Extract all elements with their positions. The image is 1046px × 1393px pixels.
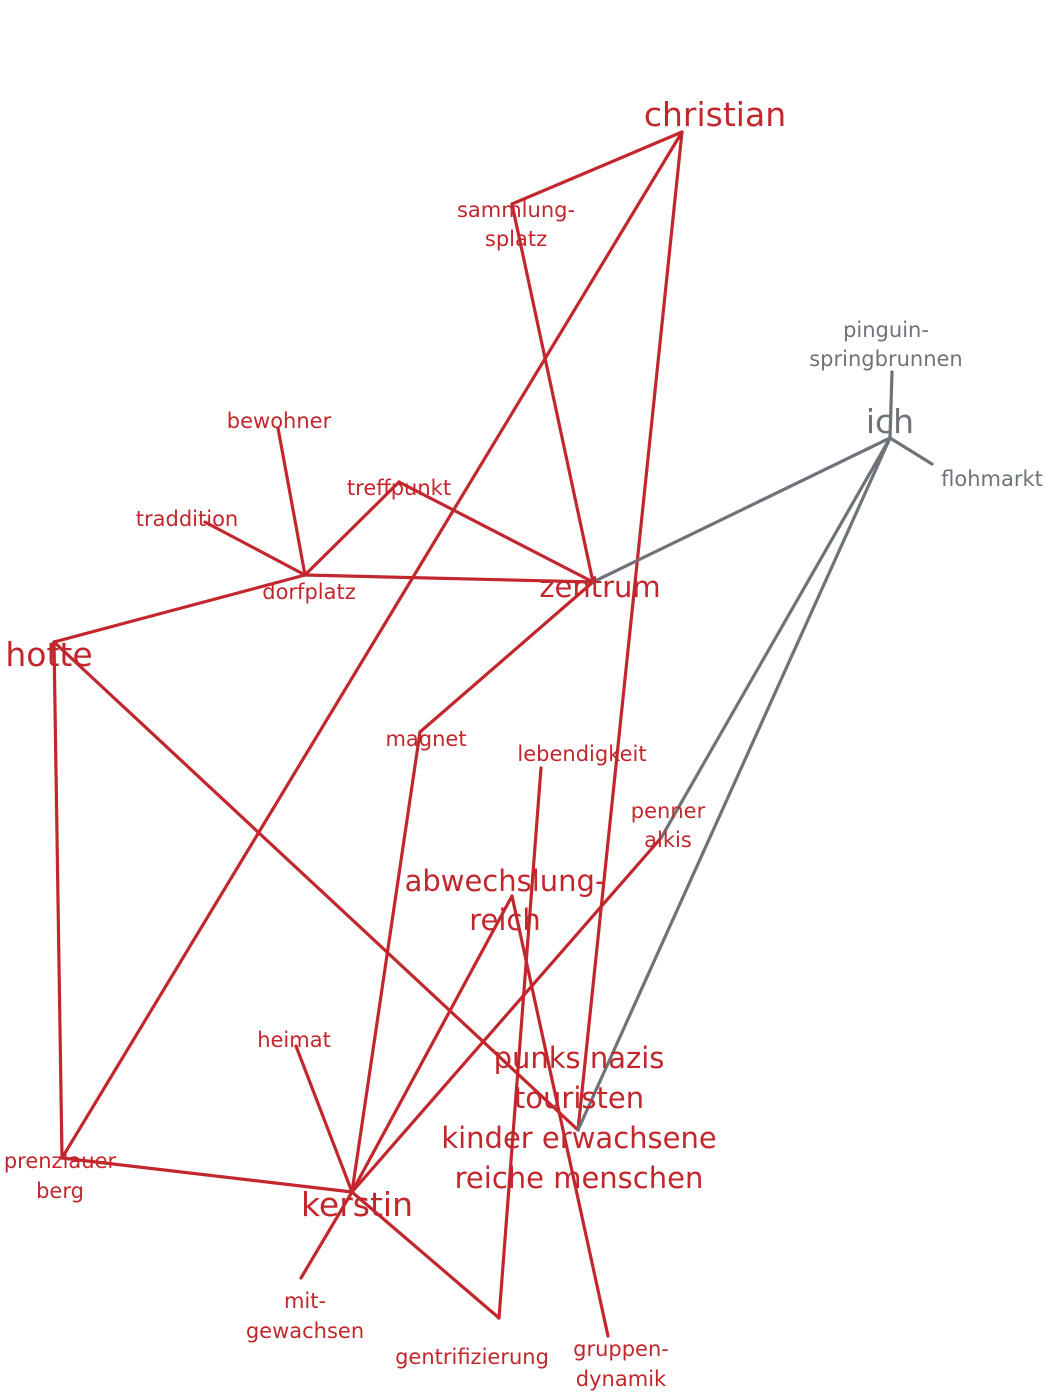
node-prenzlauer-line: prenzlauer xyxy=(4,1149,117,1173)
node-traddition-line: traddition xyxy=(136,507,238,531)
edge-ich-zentrum xyxy=(591,436,892,584)
node-zentrum: zentrum xyxy=(539,570,660,604)
edge-ich-flohmarkt xyxy=(888,436,934,466)
node-bewohner-line: bewohner xyxy=(227,409,332,433)
edge-ich-penner xyxy=(659,436,892,840)
node-penner: penner alkis xyxy=(631,799,706,852)
node-punks-line: kinder erwachsene xyxy=(441,1121,716,1155)
edge-abwechslung-kerstin xyxy=(350,894,514,1194)
node-heimat-line: heimat xyxy=(257,1028,331,1052)
node-labels: christian sammlung-splatz pinguin-springbr… xyxy=(4,95,1043,1392)
node-dorfplatz: dorfplatz xyxy=(262,580,356,604)
edge-treffpunkt-dorfplatz xyxy=(303,480,401,577)
edge-kerstin-mitgewachsen xyxy=(299,1190,354,1280)
node-lebendigkeit: lebendigkeit xyxy=(517,742,646,766)
edge-ich-punks xyxy=(576,436,892,1132)
node-ich-line: ich xyxy=(866,402,914,441)
node-pinguin-line: pinguin- xyxy=(843,318,929,342)
node-penner-line: alkis xyxy=(644,828,692,852)
edge-christian-punks xyxy=(576,130,684,1132)
edge-kerstin-gentrifizierung xyxy=(350,1190,501,1320)
edge-lebendigkeit-gentrifizierung xyxy=(497,766,543,1320)
node-dorfplatz-line: dorfplatz xyxy=(262,580,356,604)
node-christian: christian xyxy=(644,95,786,134)
node-traddition: traddition xyxy=(136,507,238,531)
node-zentrum-line: zentrum xyxy=(539,570,660,604)
node-penner-line: penner xyxy=(631,799,706,823)
edge-magnet-kerstin xyxy=(350,730,422,1194)
edge-dorfplatz-zentrum xyxy=(303,573,595,584)
node-sammlungsplatz-line: splatz xyxy=(485,227,547,251)
node-mitgewachsen-line: mit- xyxy=(284,1289,326,1313)
node-gruppendynamik-line: gruppen- xyxy=(573,1337,669,1361)
edge-zentrum-magnet xyxy=(418,580,595,734)
node-ich: ich xyxy=(866,402,914,441)
node-flohmarkt-line: flohmarkt xyxy=(941,467,1043,491)
edge-treffpunkt-zentrum xyxy=(397,480,595,584)
node-bewohner: bewohner xyxy=(227,409,332,433)
node-treffpunkt: treffpunkt xyxy=(347,476,451,500)
node-kerstin-line: kerstin xyxy=(301,1185,413,1224)
edge-christian-prenzlauer xyxy=(60,130,684,1160)
node-mitgewachsen: mit-gewachsen xyxy=(246,1289,364,1343)
node-magnet: magnet xyxy=(385,727,466,751)
edge-heimat-kerstin xyxy=(294,1044,354,1194)
node-gentrifizierung-line: gentrifizierung xyxy=(395,1345,549,1369)
edge-traddition-dorfplatz xyxy=(203,520,307,577)
node-hotte: hotte xyxy=(5,635,92,674)
node-lebendigkeit-line: lebendigkeit xyxy=(517,742,646,766)
edge-dorfplatz-hotte xyxy=(52,573,307,644)
edge-ich-pinguin xyxy=(888,370,894,440)
node-christian-line: christian xyxy=(644,95,786,134)
node-sammlungsplatz: sammlung-splatz xyxy=(457,198,575,251)
edge-hotte-prenzlauer xyxy=(52,640,64,1160)
node-flohmarkt: flohmarkt xyxy=(941,467,1043,491)
node-gruppendynamik-line: dynamik xyxy=(576,1367,667,1391)
edge-penner-kerstin xyxy=(350,836,663,1194)
node-prenzlauer: prenzlauer berg xyxy=(4,1149,117,1203)
edge-prenzlauer-kerstin xyxy=(60,1156,354,1194)
node-gruppendynamik: gruppen-dynamik xyxy=(573,1337,669,1391)
node-pinguin: pinguin-springbrunnen xyxy=(809,318,963,371)
node-pinguin-line: springbrunnen xyxy=(809,347,963,371)
edge-abwechslung-gruppendynamik xyxy=(510,894,610,1338)
node-sammlungsplatz-line: sammlung- xyxy=(457,198,575,222)
node-punks: punks nazis touristen kinder erwachsene rei… xyxy=(441,1041,716,1195)
node-hotte-line: hotte xyxy=(5,635,92,674)
node-treffpunkt-line: treffpunkt xyxy=(347,476,451,500)
edge-christian-sammlungsplatz xyxy=(510,130,684,206)
node-heimat: heimat xyxy=(257,1028,331,1052)
node-gentrifizierung: gentrifizierung xyxy=(395,1345,549,1369)
node-prenzlauer-line: berg xyxy=(36,1179,84,1203)
edge-hotte-punks xyxy=(52,640,580,1132)
node-kerstin: kerstin xyxy=(301,1185,413,1224)
node-abwechslung-line: abwechslung- xyxy=(405,864,606,898)
edge-sammlungsplatz-zentrum xyxy=(510,202,595,584)
node-punks-line: touristen xyxy=(514,1081,644,1115)
node-abwechslung: abwechslung-reich xyxy=(405,864,606,937)
node-mitgewachsen-line: gewachsen xyxy=(246,1319,364,1343)
connection-lines xyxy=(52,130,934,1338)
node-abwechslung-line: reich xyxy=(469,903,541,937)
node-magnet-line: magnet xyxy=(385,727,466,751)
node-punks-line: punks nazis xyxy=(494,1041,665,1075)
node-punks-line: reiche menschen xyxy=(455,1161,704,1195)
edge-bewohner-dorfplatz xyxy=(276,426,307,577)
